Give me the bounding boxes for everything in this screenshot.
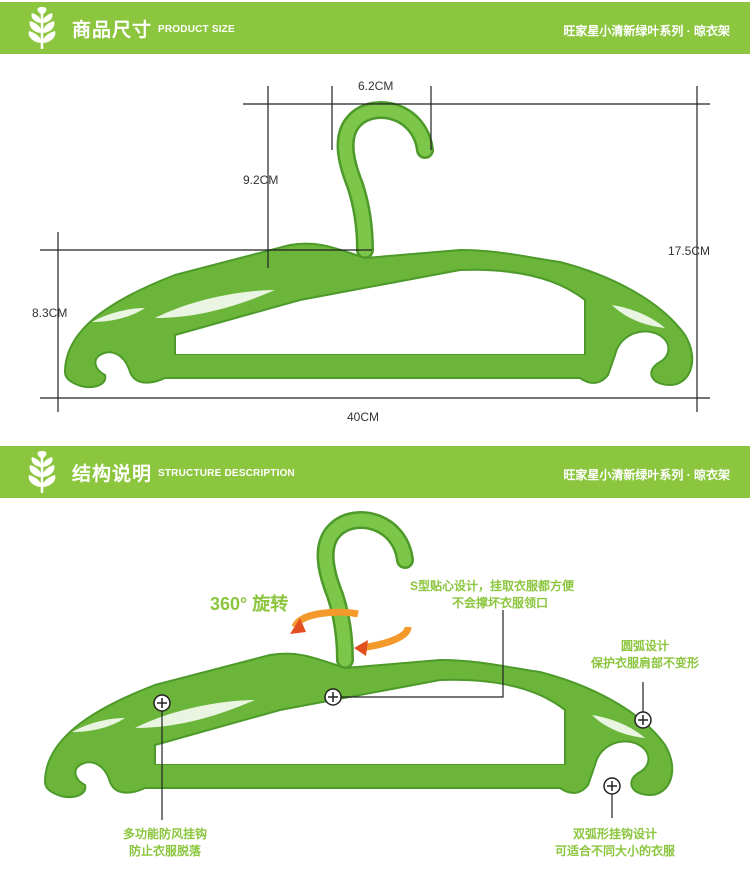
dimension-lines [40,86,710,412]
series-name: 旺家星小清新绿叶系列 · 晾衣架 [563,24,730,38]
series-name: 旺家星小清新绿叶系列 · 晾衣架 [563,468,730,482]
wheat-leaf-icon [28,451,56,493]
hanger-size-drawing [65,110,692,387]
callout-line: 双弧形挂钩设计 [572,827,657,841]
structure-header: 结构说明 STRUCTURE DESCRIPTION 旺家星小清新绿叶系列 · … [0,446,750,498]
body-height-label: 8.3CM [32,306,68,320]
callout-line: 圆弧设计 [620,639,669,653]
callout-line: 防止衣服脱落 [128,844,201,858]
callout-line: 不会撑坏衣服领口 [452,596,549,610]
multi-hook-callout: 多功能防风挂钩 防止衣服脱落 [95,826,235,860]
callout-markers [153,688,652,795]
hook-width-label: 6.2CM [358,79,394,93]
callout-line: 保护衣服肩部不变形 [590,656,699,670]
width-label: 40CM [347,410,380,424]
rotation-label: 360° 旋转 [210,594,289,614]
double-arc-callout: 双弧形挂钩设计 可适合不同大小的衣服 [530,826,700,860]
callout-lines [161,610,644,820]
wheat-leaf-icon [28,7,56,49]
callout-line: 可适合不同大小的衣服 [554,844,675,858]
s-hook-callout: S型贴心设计，挂取衣服都方便 不会撑坏衣服领口 [410,578,610,612]
section-subtitle: STRUCTURE DESCRIPTION [158,468,295,479]
callout-line: 多功能防风挂钩 [122,827,207,841]
total-height-label: 17.5CM [668,244,711,258]
arc-callout: 圆弧设计 保护衣服肩部不变形 [565,638,725,672]
product-size-header: 商品尺寸 PRODUCT SIZE 旺家星小清新绿叶系列 · 晾衣架 [0,2,750,54]
hook-height-label: 9.2CM [243,173,279,187]
section-title: 结构说明 [72,464,153,485]
rotation-arrows [290,608,412,656]
callout-line: S型贴心设计，挂取衣服都方便 [410,579,575,593]
section-subtitle: PRODUCT SIZE [158,24,235,35]
section-title: 商品尺寸 [72,20,153,41]
